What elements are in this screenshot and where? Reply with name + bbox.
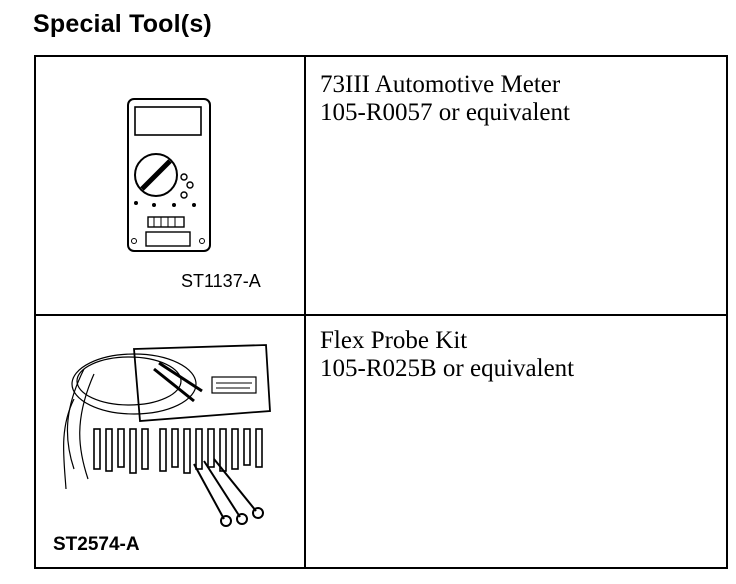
- tool-part-number: 105-R0057 or equivalent: [320, 99, 570, 126]
- tool-description: Flex Probe Kit 105-R025B or equivalent: [320, 327, 574, 383]
- column-divider: [304, 57, 306, 567]
- tool-caption: ST1137-A: [181, 271, 261, 291]
- tool-part-number: 105-R025B or equivalent: [320, 355, 575, 382]
- multimeter-icon: [127, 98, 211, 252]
- special-tools-table: ST1137-A 73III Automotive Meter 105-R005…: [34, 55, 728, 569]
- tool-name: 73III Automotive Meter: [320, 71, 561, 98]
- tool-name: Flex Probe Kit: [320, 327, 468, 354]
- probe-kit-icon: [63, 344, 271, 527]
- tool-description: 73III Automotive Meter 105-R0057 or equi…: [320, 71, 570, 127]
- page-title: Special Tool(s): [33, 10, 212, 38]
- tool-caption: ST2574-A: [53, 534, 140, 555]
- row-divider: [36, 314, 726, 316]
